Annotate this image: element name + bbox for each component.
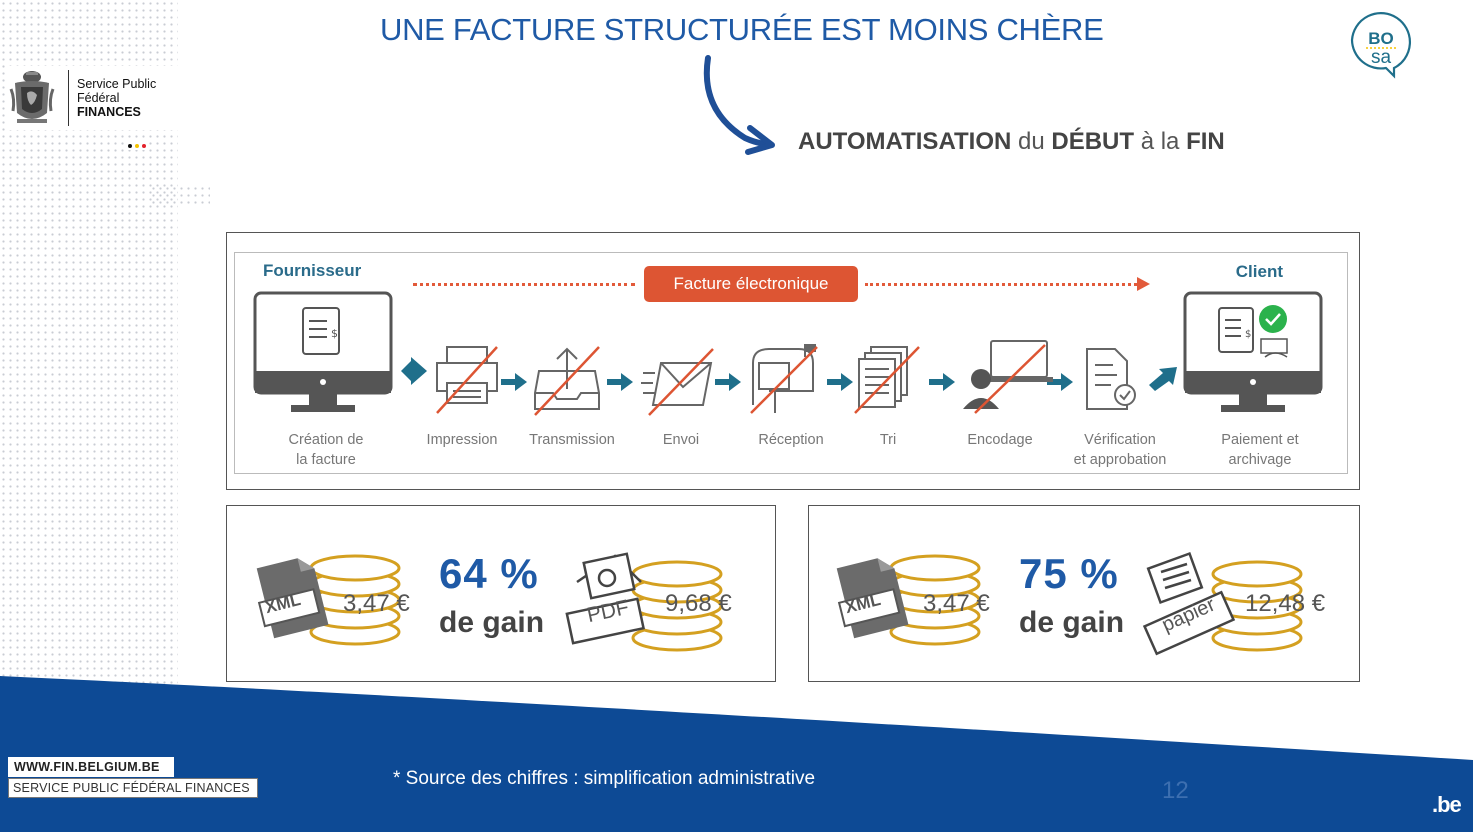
subtitle-debut: DÉBUT: [1051, 128, 1135, 155]
gain-label: de gain: [439, 606, 545, 639]
step-line2: et approbation: [1073, 452, 1167, 468]
page-number: 12: [1162, 777, 1189, 804]
envelope-crossed-icon: [641, 348, 714, 416]
step-line1: Envoi: [662, 432, 700, 448]
gain-label: de gain: [1019, 606, 1125, 639]
step-line1: Réception: [758, 432, 824, 448]
org-name: Service Public Fédéral FINANCES: [77, 77, 156, 119]
step-line1: Transmission: [529, 432, 615, 448]
svg-text:$: $: [1245, 329, 1251, 340]
org-line-1: Service Public: [77, 77, 157, 91]
subtitle-fin: FIN: [1186, 128, 1225, 155]
paper-cost: 12,48 €: [1245, 590, 1326, 617]
flag-dot-black: [128, 144, 132, 148]
user-computer-crossed-icon: [963, 340, 1053, 414]
pdf-coins-icon: [565, 552, 723, 652]
printer-crossed-icon: [436, 346, 498, 414]
svg-text:$: $: [331, 327, 338, 340]
step-line1: Encodage: [967, 432, 1033, 448]
subtitle-du: du: [1011, 128, 1052, 155]
flag-dot-red: [142, 144, 146, 148]
bosa-bottom-text: sa: [1371, 47, 1392, 68]
step-line1: Création de: [288, 432, 364, 448]
gain-percent: 64 %: [439, 550, 539, 597]
dotted-line-right: [865, 283, 1137, 286]
belgian-coat-of-arms-icon: [6, 68, 58, 128]
slide-subtitle: AUTOMATISATION du DÉBUT à la FIN: [798, 128, 1225, 156]
xml-coins-icon: [256, 554, 401, 646]
process-icons: $: [253, 291, 1323, 416]
dotted-line-left: [413, 283, 635, 286]
step-line2: la facture: [296, 452, 356, 468]
dotted-texture-extension: [150, 185, 210, 205]
step-label-envoi: Envoi: [663, 430, 699, 450]
slide-title: UNE FACTURE STRUCTURÉE EST MOINS CHÈRE: [380, 12, 1104, 47]
org-line-2: Fédéral: [77, 91, 120, 105]
paper-coins-icon: [1142, 551, 1303, 656]
outbox-crossed-icon: [534, 346, 600, 416]
comparison-box-pdf: XML 3,47 € 64 % de gain PDF 9,68 €: [226, 505, 776, 682]
gain-percent: 75 %: [1019, 550, 1119, 597]
step-label-reception: Réception: [758, 430, 823, 450]
step-label-tri: Tri: [880, 430, 896, 450]
step-label-paiement: Paiement et archivage: [1221, 430, 1298, 470]
xml-cost: 3,47 €: [923, 590, 990, 617]
process-diagram: Fournisseur Client Facture électronique …: [226, 232, 1360, 490]
subtitle-automatisation: AUTOMATISATION: [798, 128, 1012, 155]
computer-invoice-icon: $: [253, 291, 393, 412]
source-note: * Source des chiffres : simplification a…: [393, 768, 816, 789]
electronic-invoice-banner: Facture électronique: [644, 266, 858, 302]
supplier-label: Fournisseur: [263, 261, 362, 280]
step-line1: Tri: [879, 432, 897, 448]
client-label: Client: [1235, 262, 1283, 281]
step-label-creation: Création de la facture: [289, 430, 364, 470]
website-link[interactable]: WWW.FIN.BELGIUM.BE: [8, 757, 174, 777]
spf-finances-logo: Service Public Fédéral FINANCES: [6, 66, 178, 130]
bosa-logo: BO sa: [1350, 12, 1412, 79]
bosa-top-text: BO: [1368, 29, 1394, 48]
document-check-icon: [1086, 348, 1136, 410]
curved-arrow-icon: [703, 55, 775, 155]
step-line1: Vérification: [1084, 432, 1156, 448]
flag-dot-yellow: [135, 144, 139, 148]
step-line1: Paiement et: [1221, 432, 1299, 448]
step-label-transmission: Transmission: [529, 430, 615, 450]
pdf-cost: 9,68 €: [665, 590, 732, 617]
comparison-box-paper: XML 3,47 € 75 % de gain papier 12,48 €: [808, 505, 1360, 682]
computer-payment-icon: $: [1183, 291, 1323, 412]
footer-org-name: SERVICE PUBLIC FÉDÉRAL FINANCES: [8, 778, 258, 798]
documents-crossed-icon: [854, 346, 920, 414]
org-line-3: FINANCES: [77, 105, 141, 119]
step-line2: archivage: [1228, 452, 1292, 468]
step-label-encodage: Encodage: [967, 430, 1032, 450]
logo-divider: [68, 70, 69, 126]
banner-arrowhead-icon: [1137, 277, 1150, 291]
process-inner-frame: Fournisseur Client Facture électronique …: [234, 252, 1348, 474]
step-label-verification: Vérification et approbation: [1074, 430, 1167, 470]
xml-cost: 3,47 €: [343, 590, 410, 617]
be-logo: .be: [1432, 792, 1462, 817]
step-label-impression: Impression: [427, 430, 498, 450]
belgian-flag-dots: [126, 142, 148, 150]
subtitle-a-la: à la: [1134, 128, 1187, 155]
step-line1: Impression: [426, 432, 498, 448]
mailbox-crossed-icon: [750, 344, 818, 414]
xml-coins-icon: [836, 554, 981, 646]
flow-arrows: [401, 357, 1177, 391]
